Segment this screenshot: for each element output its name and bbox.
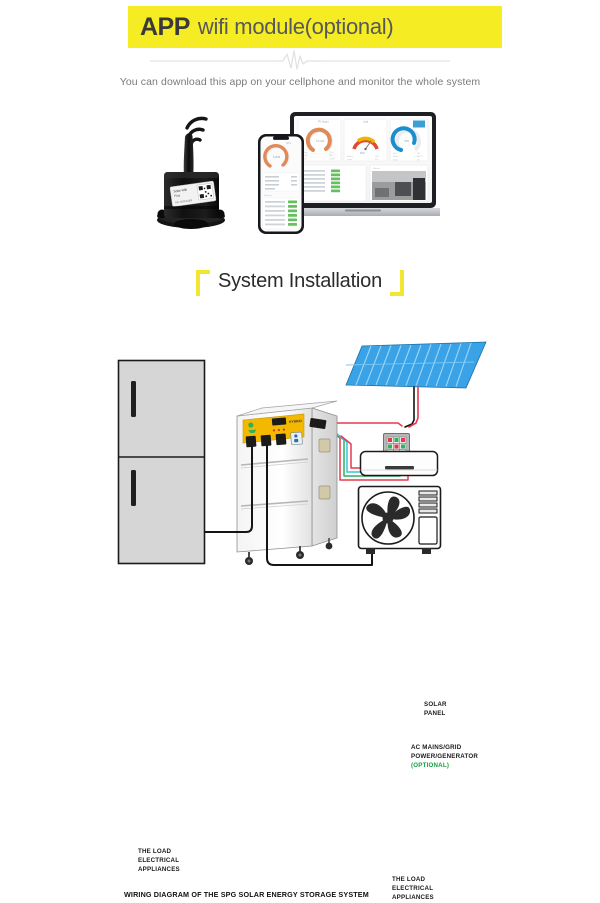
inverter-casters [245,538,333,565]
svg-text:HYBRID: HYBRID [289,419,303,424]
solar-panel [345,341,487,389]
label-solar-panel: SOLAR PANEL [424,701,447,717]
svg-text:Grid: Grid [393,153,397,155]
svg-text:31C: 31C [375,159,379,161]
svg-text:Monitor: Monitor [373,167,380,170]
svg-text:5.2kW: 5.2kW [329,158,335,160]
pulse-divider [0,50,600,72]
svg-text:Load: Load [363,122,369,124]
svg-text:Mode: Mode [393,156,399,158]
svg-text:AUTO: AUTO [417,155,423,158]
svg-text:230V: 230V [329,152,334,154]
refrigerator [117,359,206,565]
app-banner: APP wifi module(optional) [128,6,502,48]
wiring-diagram: HYBRID [0,320,600,901]
svg-text:State: State [393,158,399,161]
svg-text:78%: 78% [404,139,410,143]
svg-text:22A: 22A [329,154,333,157]
qr-code-icon [196,182,214,201]
air-conditioner [357,450,442,554]
svg-text:5.2 kW: 5.2 kW [316,139,325,143]
system-installation-heading: System Installation [0,268,600,296]
subtitle-text: You can download this app on your cellph… [119,76,481,88]
svg-text:ON: ON [417,153,421,155]
svg-text:5.2kW: 5.2kW [273,156,281,159]
label-fridge-load: THE LOAD ELECTRICAL APPLIANCES [138,848,180,873]
svg-text:SN: 0001A2B3: SN: 0001A2B3 [175,198,193,204]
banner-title-rest: wifi module(optional) [197,14,394,39]
svg-text:Voltage: Voltage [301,151,309,154]
svg-text:62%: 62% [360,152,366,155]
wifi-module-device: Solar Wifi Plug SN: 0001A2B3 [140,110,250,235]
svg-text:Temp: Temp [347,159,353,161]
svg-text:Battery: Battery [347,155,353,158]
svg-text:Power: Power [301,158,307,160]
label-ac-mains: AC MAINS/GRID POWER/GENERATOR (OPTIONAL) [411,744,479,769]
svg-text:OK: OK [417,159,421,161]
inverter-unit: HYBRID [236,400,338,565]
load-cables [204,445,373,566]
diagram-caption: WIRING DIAGRAM OF THE SPG SOLAR ENERGY S… [124,890,369,899]
bracket-left-icon [195,270,210,296]
fan-blades-icon [366,496,411,539]
system-installation-label: System Installation [217,270,383,292]
bracket-right-icon [390,270,405,296]
banner-title-bold: APP [140,12,190,41]
svg-text:SPG: SPG [286,142,291,145]
svg-text:PV Output: PV Output [318,121,329,124]
label-ac-load: THE LOAD ELECTRICAL APPLIANCES [392,876,434,901]
svg-text:78%: 78% [375,156,379,158]
svg-text:Plug: Plug [174,193,181,198]
antenna [183,133,194,180]
svg-text:Devices: Devices [264,195,273,197]
product-showcase: Solar Wifi Plug SN: 0001A2B3 [0,105,600,250]
phone-device: 5.2kW SPG Devices [258,134,304,234]
svg-text:Current: Current [301,154,308,157]
svg-text:Solar Wifi: Solar Wifi [173,188,187,194]
product-label: Solar Wifi Plug SN: 0001A2B3 [169,180,217,207]
